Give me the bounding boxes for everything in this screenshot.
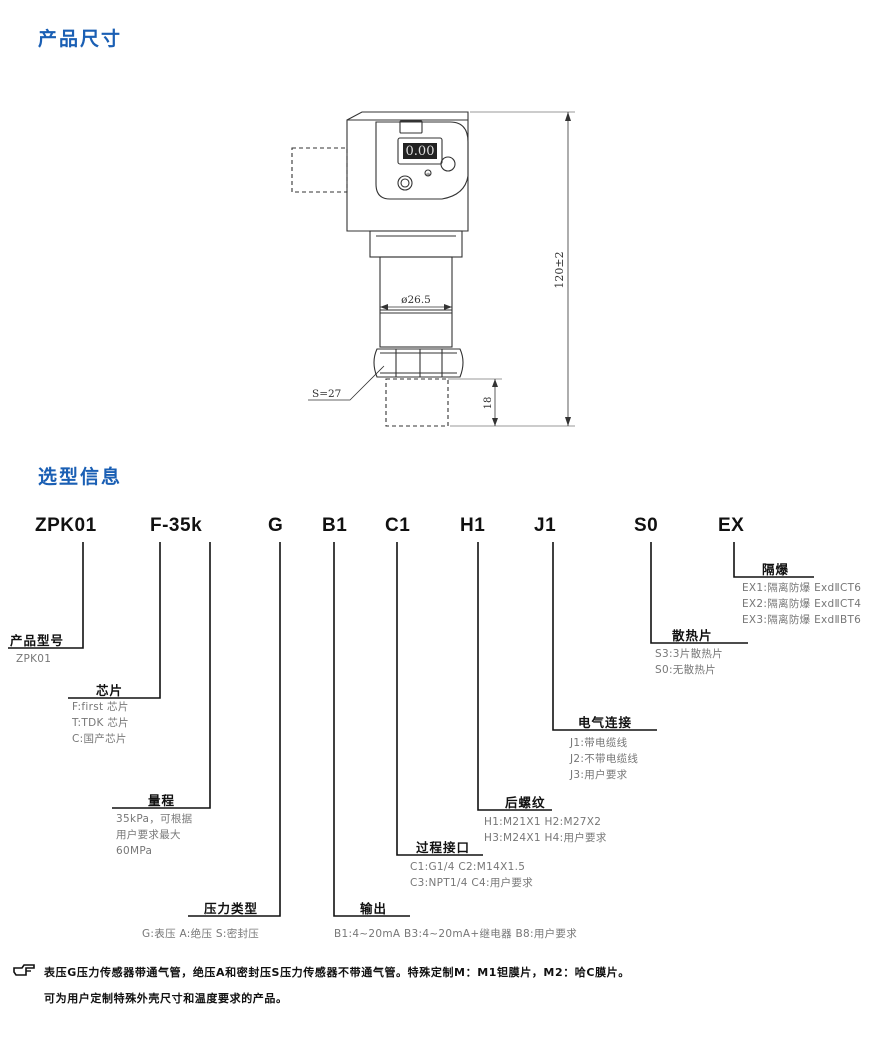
label-rear-thread: 后螺纹 [505,795,546,810]
options-explosion: EX1:隔离防爆 ExdⅡCT6 EX2:隔离防爆 ExdⅡCT4 EX3:隔离… [742,582,862,626]
label-output: 输出 [360,901,388,916]
tube [379,256,453,348]
options-electrical: J1:带电缆线 J2:不带电缆线 J3:用户要求 [570,737,639,781]
note-line-2: 可为用户定制特殊外壳尺寸和温度要求的产品。 [44,992,288,1005]
code-output: B1 [322,515,348,536]
options-chip: F:first 芯片 T:TDK 芯片 C:国产芯片 [72,701,129,745]
dimension-drawing: 0.00 ⊕ 120±2 ø26.5 S=27 18 [291,111,575,427]
options-heatsink: S3:3片散热片 S0:无散热片 [655,648,723,676]
head-face [375,121,469,200]
options-rear-thread: H1:M21X1 H2:M27X2 H3:M24X1 H4:用户要求 [484,816,607,844]
selection-title: 选型信息 [38,466,123,488]
label-model: 产品型号 [10,633,65,648]
pointing-hand-icon [13,964,35,976]
label-process-port: 过程接口 [416,840,471,855]
label-chip: 芯片 [96,683,124,698]
options-range: 35kPa，可根据 用户要求最大 60MPa [116,813,193,857]
options-model: ZPK01 [16,653,52,665]
label-explosion: 隔爆 [762,562,790,577]
display-frame [397,137,443,165]
dim-height: 120±2 [553,251,566,288]
code-pressure-type: G [268,515,284,536]
code-explosion: EX [718,515,745,536]
label-range: 量程 [148,793,176,808]
label-heatsink: 散热片 [672,628,713,643]
code-rear-thread: H1 [460,515,486,536]
note-line-1: 表压G压力传感器带通气管，绝压A和密封压S压力传感器不带通气管。特殊定制M：M1… [44,966,630,979]
code-chip-range: F-35k [150,515,203,536]
display-readout: 0.00 [406,144,435,159]
code-model: ZPK01 [35,515,97,536]
button-right [440,156,456,172]
dim-diameter: ø26.5 [401,294,431,306]
button-left [397,175,413,191]
code-electrical: J1 [534,515,557,536]
dim-hex: S=27 [312,388,341,400]
label-pressure-type: 压力类型 [204,901,259,916]
code-process-port: C1 [385,515,411,536]
dim-thread: 18 [483,397,494,410]
options-pressure-type: G:表压 A:绝压 S:密封压 [142,928,260,940]
dimensions-title: 产品尺寸 [38,28,123,50]
hex-nut [373,348,464,378]
options-process-port: C1:G1/4 C2:M14X1.5 C3:NPT1/4 C4:用户要求 [410,861,534,889]
code-heatsink: S0 [634,515,659,536]
label-electrical: 电气连接 [578,715,633,730]
thread-outline [385,378,449,427]
svg-text:⊕: ⊕ [426,172,430,178]
options-output: B1:4~20mA B3:4~20mA+继电器 B8:用户要求 [334,928,578,940]
